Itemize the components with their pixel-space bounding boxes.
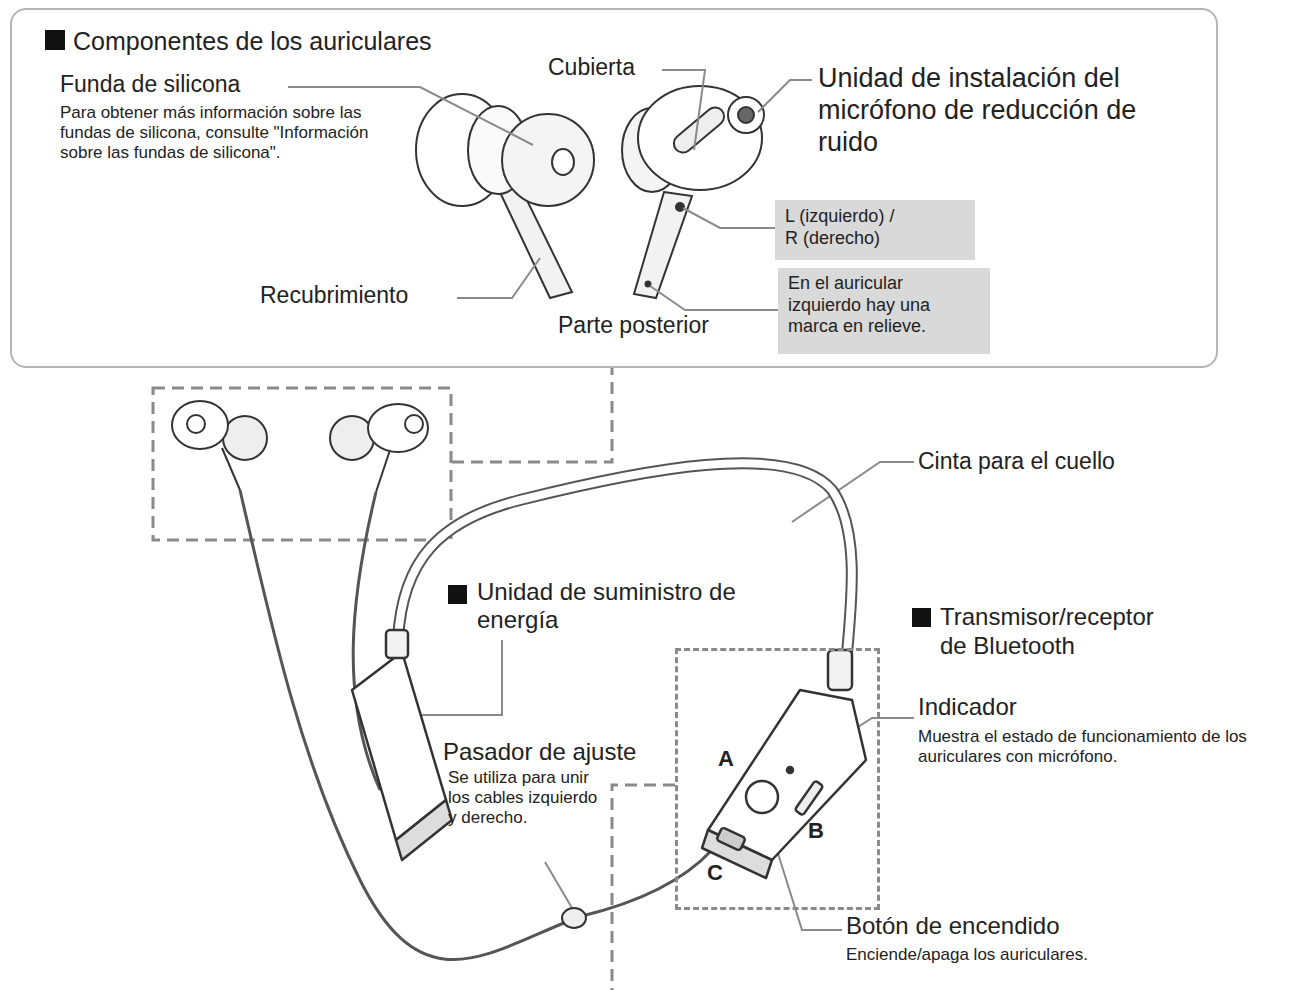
transmitter (716, 827, 745, 851)
node-heading: Componentes de los auriculares (73, 26, 432, 56)
callout-letter: B (808, 818, 824, 844)
heading-square (448, 585, 467, 604)
transmitter-group: Transmisor/receptor de Bluetooth (675, 648, 880, 910)
part-name: Cubierta (548, 54, 635, 81)
transmitter (702, 650, 866, 878)
node-heading: L (izquierdo) / R (derecho) (785, 206, 907, 249)
part-name: Pasador de ajuste (443, 738, 636, 766)
earbud-left-large (502, 114, 594, 206)
cable (240, 490, 566, 960)
cable (240, 490, 712, 960)
power-unit (386, 630, 408, 658)
earbud-small (222, 448, 240, 490)
leader-line (457, 258, 540, 298)
dashed-link (153, 368, 675, 990)
neck-band (398, 463, 852, 664)
callout-letter: A (718, 746, 734, 772)
transmitter (746, 781, 778, 813)
node-heading: En el auricular izquierdo hay una marca … (788, 273, 973, 338)
leader-line (650, 286, 778, 310)
leader-line (405, 640, 502, 715)
part-name: Indicador (918, 693, 1017, 721)
power-unit (396, 800, 452, 860)
neck-band (398, 463, 852, 664)
part-name: Funda de silicona (60, 71, 240, 98)
adjust-pin (562, 908, 586, 928)
leader-line (758, 80, 812, 112)
part-name: Parte posterior (558, 312, 709, 339)
transmitter (795, 780, 824, 815)
part-name: Unidad de instalación del micrófono de r… (818, 63, 1158, 159)
section-heading: Unidad de suministro de energía (477, 578, 767, 635)
note-text: Para obtener más información sobre las f… (60, 103, 405, 163)
leader-line (662, 70, 705, 150)
earbud-right-large (738, 107, 754, 123)
earbud-right-large (728, 97, 764, 133)
earbud-small (330, 416, 374, 460)
earbud-right-large (676, 203, 684, 211)
earbud-right-large (622, 86, 764, 298)
leader-line (683, 208, 775, 228)
earbud-left-large (552, 149, 574, 175)
transmitter (828, 650, 852, 690)
node-heading: Transmisor/receptor de Bluetooth (940, 603, 1178, 661)
note-text: Muestra el estado de funcionamiento de l… (918, 727, 1292, 767)
earbud-right-large (646, 282, 651, 287)
transmitter (708, 690, 866, 860)
part-name: Cinta para el cuello (918, 448, 1115, 475)
note-text: Enciende/apaga los auriculares. (846, 945, 1088, 965)
earbud-left-large (416, 94, 594, 298)
adjust-pin (562, 908, 586, 928)
leader-line (545, 862, 572, 908)
power-unit (352, 630, 452, 860)
part-name: Recubrimiento (260, 282, 408, 309)
earbud-small (223, 416, 267, 460)
heading-square (912, 608, 931, 627)
neck-band (398, 463, 852, 664)
heading-square (45, 30, 65, 50)
leader-line (288, 70, 914, 930)
note-box: En el auricular izquierdo hay una marca … (778, 268, 990, 354)
callout-letter: C (707, 860, 723, 886)
earbud-small (405, 415, 423, 433)
dashed-link (153, 388, 451, 540)
dashed-link (452, 368, 612, 462)
earbud-small (172, 401, 428, 492)
note-text: Se utiliza para unir los cables izquierd… (448, 768, 598, 828)
earbud-small (368, 404, 428, 452)
earbud-small (187, 415, 205, 433)
dashed-link (612, 785, 675, 990)
earbud-small (376, 450, 390, 492)
note-box: L (izquierdo) / R (derecho) (775, 200, 975, 260)
transmitter (787, 767, 793, 773)
earbud-small (172, 401, 228, 449)
part-name: Botón de encendido (846, 912, 1060, 940)
cable (582, 850, 712, 916)
